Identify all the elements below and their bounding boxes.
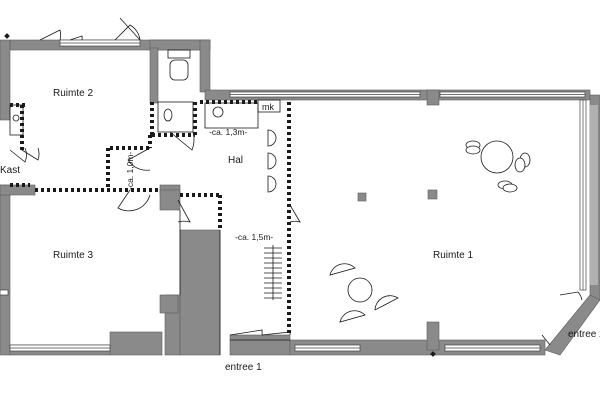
room-label-ruimte-3: Ruimte 3 (53, 250, 93, 261)
door-swings (9, 17, 583, 346)
thin-lines (9, 49, 290, 355)
windows (0, 39, 587, 352)
wall-infill (590, 105, 598, 285)
room-label-hal: Hal (228, 155, 243, 166)
room-label-ruimte-2: Ruimte 2 (53, 88, 93, 99)
dimension-corridor-width: -ca. 1,0m- (125, 152, 135, 190)
dimension-hal-width: -ca. 1,3m- (209, 127, 247, 137)
entrance-label-front: entree 1 (225, 362, 262, 373)
partition-walls (10, 100, 291, 335)
room-label-mk: mk (262, 102, 274, 112)
dimension-hall-depth: -ca. 1,5m- (235, 232, 273, 242)
room-label-kast: Kast (0, 165, 20, 176)
furniture-table-bottom (329, 263, 399, 323)
seat-arcs (267, 129, 277, 193)
furniture-table-top (465, 140, 531, 193)
room-label-ruimte-1: Ruimte 1 (433, 250, 473, 261)
entrance-label-side: entree 2 (568, 329, 600, 340)
